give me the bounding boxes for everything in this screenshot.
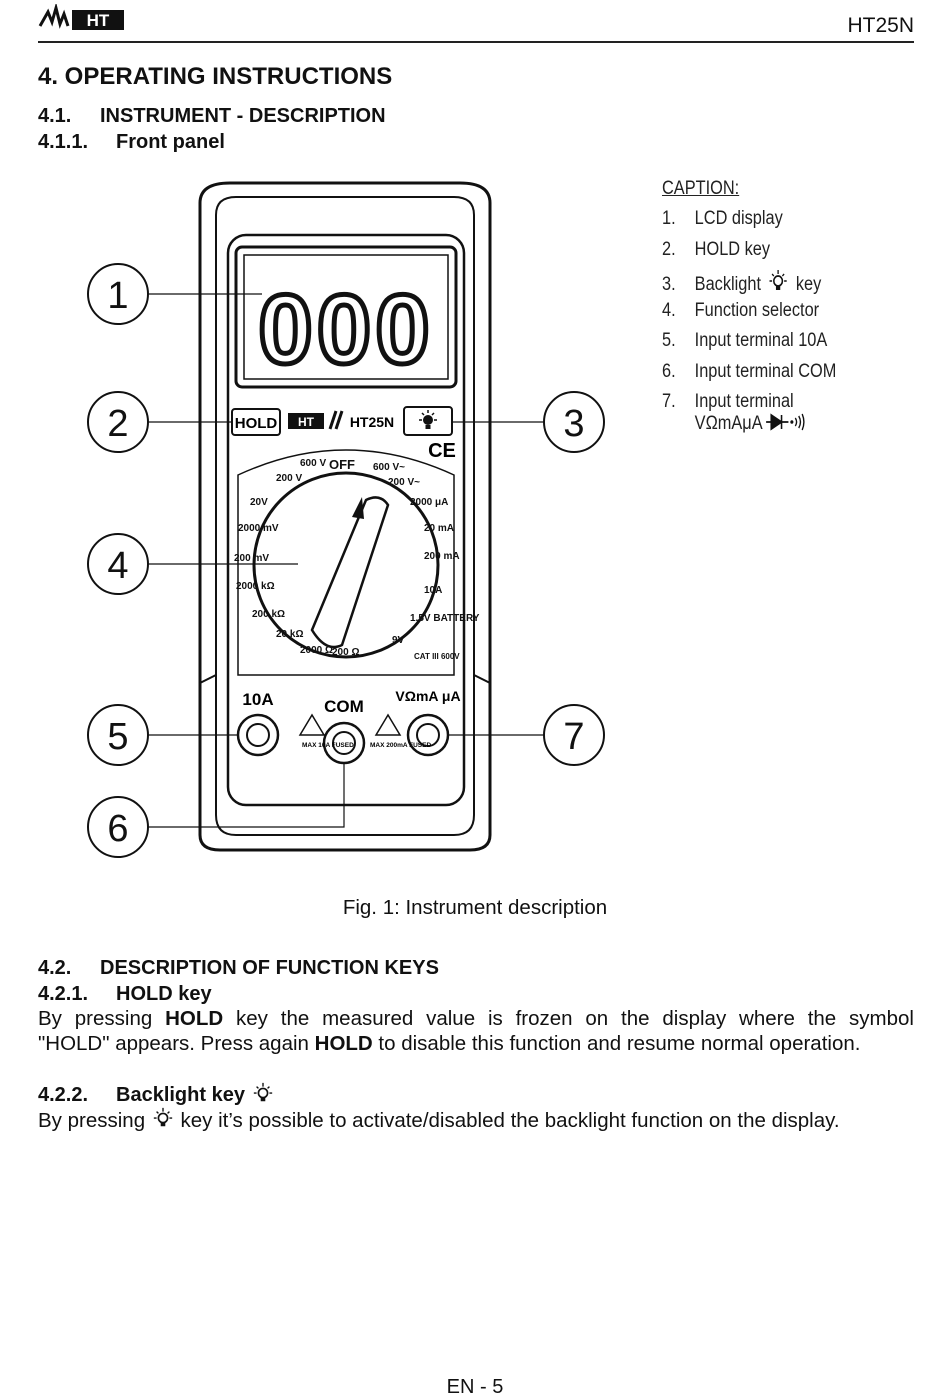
subsection-number: 4.1.	[38, 105, 72, 127]
svg-text:200 kΩ: 200 kΩ	[252, 609, 285, 620]
subsection-4-1: 4.1. INSTRUMENT - DESCRIPTION	[38, 105, 386, 128]
legend-item: 7.Input terminal VΩmAμA	[662, 391, 894, 435]
document-model: HT25N	[847, 14, 914, 37]
svg-text:2000 μA: 2000 μA	[410, 497, 448, 508]
svg-text:200 V: 200 V	[276, 473, 302, 484]
subsection-4-1-1: 4.1.1. Front panel	[38, 131, 225, 154]
page-number: EN - 5	[446, 1376, 504, 1398]
selector-knob	[310, 496, 390, 649]
bulb-icon	[769, 270, 788, 290]
svg-text:9V: 9V	[392, 635, 405, 646]
subsection-4-2: 4.2.DESCRIPTION OF FUNCTION KEYS	[38, 957, 439, 979]
svg-text:200 mV: 200 mV	[234, 553, 269, 564]
bulb-icon	[153, 1107, 172, 1127]
dial-off: OFF	[329, 457, 355, 472]
terminal-com-label: COM	[324, 697, 364, 716]
backlight-key	[403, 406, 453, 436]
fuse-label-right: MAX 200mA FUSED	[370, 742, 431, 749]
svg-text:2000 kΩ: 2000 kΩ	[236, 581, 275, 592]
svg-text:20 kΩ: 20 kΩ	[276, 629, 303, 640]
legend-item: 2.HOLD key	[662, 238, 771, 260]
svg-text:2000 Ω: 2000 Ω	[300, 645, 333, 656]
warning-icon	[374, 713, 402, 736]
ht-logo: HT	[38, 4, 126, 34]
figure-legend: CAPTION: 1.LCD display 2.HOLD key 3.Back…	[662, 178, 894, 435]
svg-text:10A: 10A	[424, 585, 442, 596]
hold-paragraph-line2: "HOLD" appears. Press again HOLD to disa…	[38, 1032, 861, 1055]
svg-text:200 mA: 200 mA	[424, 551, 460, 562]
fuse-label-left: MAX 10A FUSED	[302, 742, 354, 749]
diode-buzzer-icon	[766, 413, 805, 431]
svg-text:1: 1	[107, 275, 128, 317]
holster-outline	[198, 181, 492, 852]
svg-text:3: 3	[563, 403, 584, 445]
meter-body	[226, 233, 466, 807]
section-title: 4. OPERATING INSTRUCTIONS	[38, 63, 393, 90]
function-selector	[252, 471, 440, 659]
hold-paragraph-line1: By pressing HOLD key the measured value …	[38, 1007, 914, 1030]
terminal-10a-label: 10A	[242, 690, 273, 709]
selector-pointer	[352, 497, 364, 519]
svg-text:6: 6	[107, 808, 128, 850]
svg-text:200 V~: 200 V~	[388, 477, 420, 488]
svg-text:600 V~: 600 V~	[373, 462, 405, 473]
legend-item: 6.Input terminal COM	[662, 360, 837, 382]
svg-text:CAT III 600V: CAT III 600V	[414, 652, 460, 661]
callout-3	[543, 391, 605, 453]
model-label: HT25N	[350, 414, 394, 430]
legend-item: 1.LCD display	[662, 208, 783, 229]
svg-text:600 V: 600 V	[300, 458, 326, 469]
subsection-number: 4.1.1.	[38, 131, 89, 153]
terminal-v	[406, 713, 450, 757]
terminal-v-label: VΩmA μA	[395, 688, 460, 704]
figure-caption: Fig. 1: Instrument description	[342, 896, 608, 919]
legend-item: 4.Function selector	[662, 299, 820, 321]
svg-text:7: 7	[563, 716, 584, 758]
svg-text:2000 mV: 2000 mV	[238, 523, 279, 534]
callout-2	[87, 391, 149, 453]
dial-labels: OFF 600 V~ 200 V~ 2000 μA 20 mA 200 mA 1…	[234, 457, 480, 661]
instrument-diagram: 000 HOLD HT HT25N CE OFF 600 V~ 200 V~ 2…	[87, 181, 605, 858]
logo-text: HT	[87, 11, 110, 30]
callout-4	[87, 533, 149, 595]
subsection-4-2-1: 4.2.1.HOLD key	[38, 983, 212, 1005]
callouts: 1 2 3 4 5 6 7	[87, 263, 605, 858]
warning-icon	[298, 713, 326, 736]
svg-text:1.5V BATTERY: 1.5V BATTERY	[410, 613, 480, 624]
svg-text:200 Ω: 200 Ω	[332, 647, 359, 658]
brand-badge	[288, 413, 324, 429]
svg-text:5: 5	[107, 716, 128, 758]
header-rule	[38, 41, 914, 43]
callout-6	[87, 796, 149, 858]
svg-text:2: 2	[107, 403, 128, 445]
backlight-paragraph: By pressing key it’s possible to activat…	[38, 1107, 840, 1132]
subsection-title: Front panel	[116, 131, 225, 153]
legend-title: CAPTION:	[662, 178, 740, 199]
bulb-icon	[419, 410, 437, 429]
terminal-10a	[236, 713, 280, 757]
hold-key-label: HOLD	[235, 415, 278, 432]
callout-7	[543, 704, 605, 766]
legend-item: 3.Backlight key	[662, 269, 894, 300]
legend-item: 5.Input terminal 10A	[662, 330, 828, 351]
bulb-icon	[253, 1082, 272, 1102]
lcd-digits: 000	[258, 274, 434, 384]
callout-5	[87, 704, 149, 766]
callout-1	[87, 263, 149, 325]
subsection-title: INSTRUMENT - DESCRIPTION	[100, 105, 386, 127]
ce-mark: CE	[428, 440, 456, 462]
brand-label: HT	[298, 415, 315, 429]
svg-text:4: 4	[107, 545, 128, 587]
svg-text:20 mA: 20 mA	[424, 523, 454, 534]
subsection-4-2-2: 4.2.2.Backlight key	[38, 1082, 275, 1107]
lcd-frame	[234, 245, 458, 389]
svg-text:20V: 20V	[250, 497, 268, 508]
